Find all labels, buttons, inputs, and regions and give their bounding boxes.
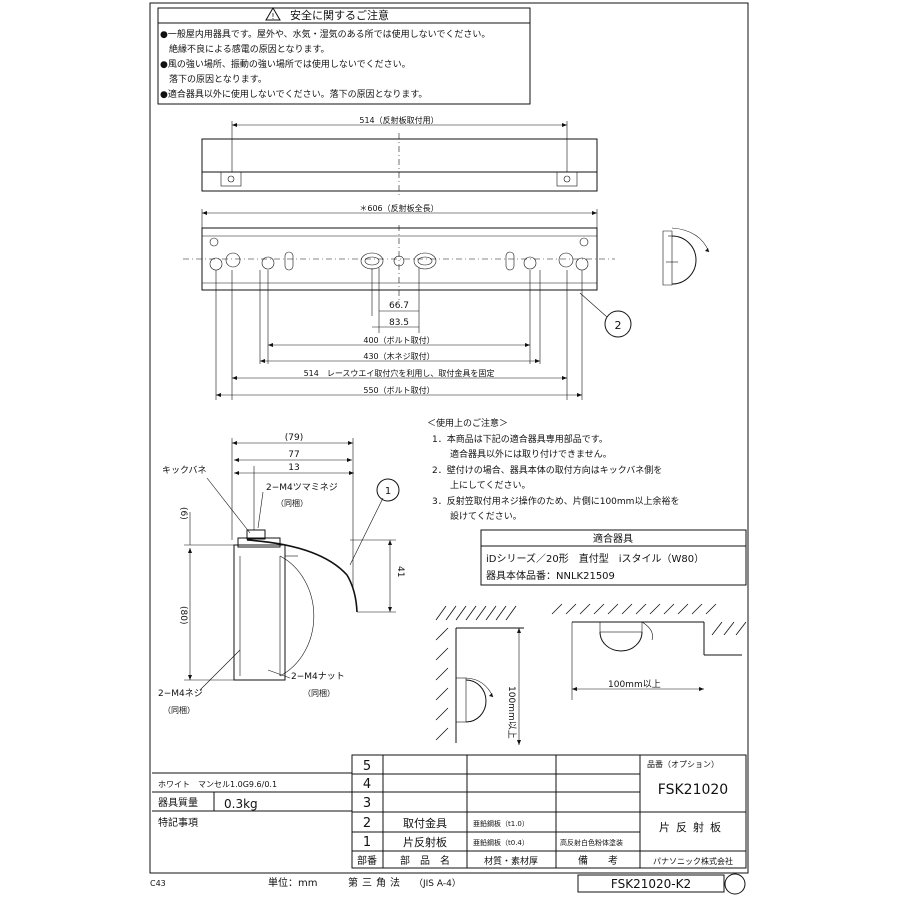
caution-line: 落下の原因となります。	[160, 73, 267, 85]
part-1-remark: 高反射白色粉体塗装	[560, 838, 623, 847]
section-view: (79) 77 13 (6) (80) 41 キックバネ	[158, 433, 405, 715]
row-number: 2	[363, 816, 371, 831]
usage-note-line: 3．反射笠取付用ネジ操作のため、片側に100mm以上余裕を	[432, 495, 679, 507]
fixture-body-section	[233, 544, 286, 681]
projection-label: 第三角法	[348, 876, 404, 889]
usage-note-line: 2．壁付けの場合、器具本体の取付方向はキックバネ側を	[432, 464, 662, 476]
dim-13: 13	[288, 463, 299, 473]
part-2-name: 取付金具	[403, 816, 447, 830]
m4-nut-sub-label: （同梱）	[303, 688, 335, 698]
part-2-material: 亜鉛鋼板（t1.0）	[473, 819, 529, 828]
dim-514-top: 514（反射板取付用）	[359, 115, 438, 125]
reflector-top-outline	[201, 138, 598, 192]
revision-circle	[724, 873, 746, 895]
callout-1	[376, 478, 400, 502]
reflector-curve	[246, 539, 358, 613]
dim-6: (6)	[178, 507, 188, 520]
side-view-small	[662, 227, 710, 286]
sheet-border	[149, 2, 749, 874]
product-name: 片反射板	[659, 820, 727, 834]
unit-label: 単位：mm	[268, 876, 317, 889]
caution-line: ●一般屋内用器具です。屋外や、水気・湿気のある所では使用しないでください。	[160, 28, 490, 40]
ceiling-mount-diagram: 100mm以上	[551, 603, 747, 700]
dim-550: 550（ボルト取付）	[363, 385, 434, 395]
wall-mount-diagram: 100mm以上	[435, 605, 524, 745]
model-number: FSK21020	[658, 782, 728, 798]
footer: C43 単位：mm 第三角法 （JIS A-4） FSK21020-K2	[150, 873, 746, 895]
header-remark: 備 考	[578, 854, 618, 867]
compatible-header: 適合器具	[593, 532, 633, 545]
company-name: パナソニック株式会社	[653, 856, 733, 866]
title-block: ホワイト マンセル1.0G9.6/0.1 器具質量 0.3kg 特記事項 5 4…	[152, 754, 747, 869]
standard-label: （JIS A-4）	[414, 878, 461, 889]
dim-100-wall: 100mm以上	[506, 686, 517, 739]
front-view: ＊606（反射板全長） 66.7 83.5 400（ボルト取付）	[183, 203, 632, 400]
dim-66-7: 66.7	[389, 301, 409, 311]
header-part-name: 部 品 名	[400, 854, 450, 867]
callout-2	[604, 310, 632, 338]
top-view: 514（反射板取付用）	[201, 115, 598, 197]
m4-nut-label: 2−M4ナット	[291, 671, 345, 682]
dim-514-bottom: 514 レースウエイ取付穴を利用し、取付金具を固定	[304, 368, 495, 378]
m4-knob-sub-label: （同梱）	[276, 498, 308, 508]
caution-line: 絶縁不良による感電の原因となります。	[160, 43, 330, 55]
header-material: 材質・素材厚	[484, 855, 538, 867]
usage-note-line: 設けてください。	[432, 510, 522, 522]
part-1-name: 片反射板	[403, 835, 447, 849]
svg-text:!: !	[271, 12, 274, 21]
weight-value: 0.3kg	[224, 797, 258, 811]
compatible-line-2: 器具本体品番：NNLK21509	[486, 569, 615, 582]
caution-line: ●適合器具以外に使用しないでください。落下の原因となります。	[160, 88, 427, 100]
weight-label: 器具質量	[158, 796, 198, 809]
kick-spring-label: キックバネ	[162, 465, 207, 476]
dim-606: ＊606（反射板全長）	[359, 203, 438, 213]
drawing-number: FSK21020-K2	[611, 877, 691, 891]
row-number: 3	[363, 796, 371, 811]
dim-430: 430（木ネジ取付）	[363, 351, 434, 361]
caution-title: 安全に関するご注意	[290, 8, 389, 22]
usage-note-line: 上にしてください。	[432, 480, 530, 491]
row-number: 5	[363, 759, 371, 774]
part-1-material: 亜鉛鋼板（t0.4）	[473, 838, 529, 847]
dim-41: 41	[395, 566, 405, 577]
dim-80: (80)	[178, 606, 188, 624]
footer-code: C43	[150, 879, 166, 888]
caution-line: ●風の強い場所、振動の強い場所では使用しないでください。	[160, 58, 411, 70]
warning-icon: !	[265, 7, 281, 21]
usage-notes: ＜使用上のご注意＞ 1．本商品は下記の適合器具専用部品です。 適合器具以外には取…	[427, 417, 679, 522]
row-number: 1	[363, 835, 371, 850]
header-part-no: 部番	[357, 854, 377, 867]
m4-screw-sub-label: （同梱）	[163, 705, 195, 715]
usage-notes-title: ＜使用上のご注意＞	[427, 417, 508, 429]
m4-knob-label: 2−M4ツマミネジ	[266, 482, 338, 493]
compatible-fixture-table: 適合器具 iDシリーズ／20形 直付型 iスタイル（W80） 器具本体品番：NN…	[480, 529, 747, 586]
finish-spec: ホワイト マンセル1.0G9.6/0.1	[158, 780, 277, 789]
dim-100-ceiling: 100mm以上	[608, 679, 661, 690]
usage-note-line: 適合器具以外には取り付けできません。	[432, 448, 612, 460]
m4-knob-screw	[246, 529, 266, 540]
callout-2-number: 2	[615, 319, 622, 332]
notes-label: 特記事項	[158, 816, 198, 829]
compatible-line-1: iDシリーズ／20形 直付型 iスタイル（W80）	[486, 552, 704, 565]
model-label: 品番（オプション）	[647, 759, 719, 769]
row-number: 4	[363, 777, 371, 792]
usage-note-line: 1．本商品は下記の適合器具専用部品です。	[432, 433, 608, 445]
m4-screw-label: 2−M4ネジ	[158, 688, 203, 699]
dim-83-5: 83.5	[389, 318, 409, 328]
safety-caution-box: ! 安全に関するご注意 ●一般屋内用器具です。屋外や、水気・湿気のある所では使用…	[157, 7, 531, 105]
dim-77: 77	[288, 450, 299, 460]
callout-1-number: 1	[385, 486, 391, 497]
dim-79: (79)	[285, 433, 303, 443]
dim-400: 400（ボルト取付）	[363, 335, 434, 345]
